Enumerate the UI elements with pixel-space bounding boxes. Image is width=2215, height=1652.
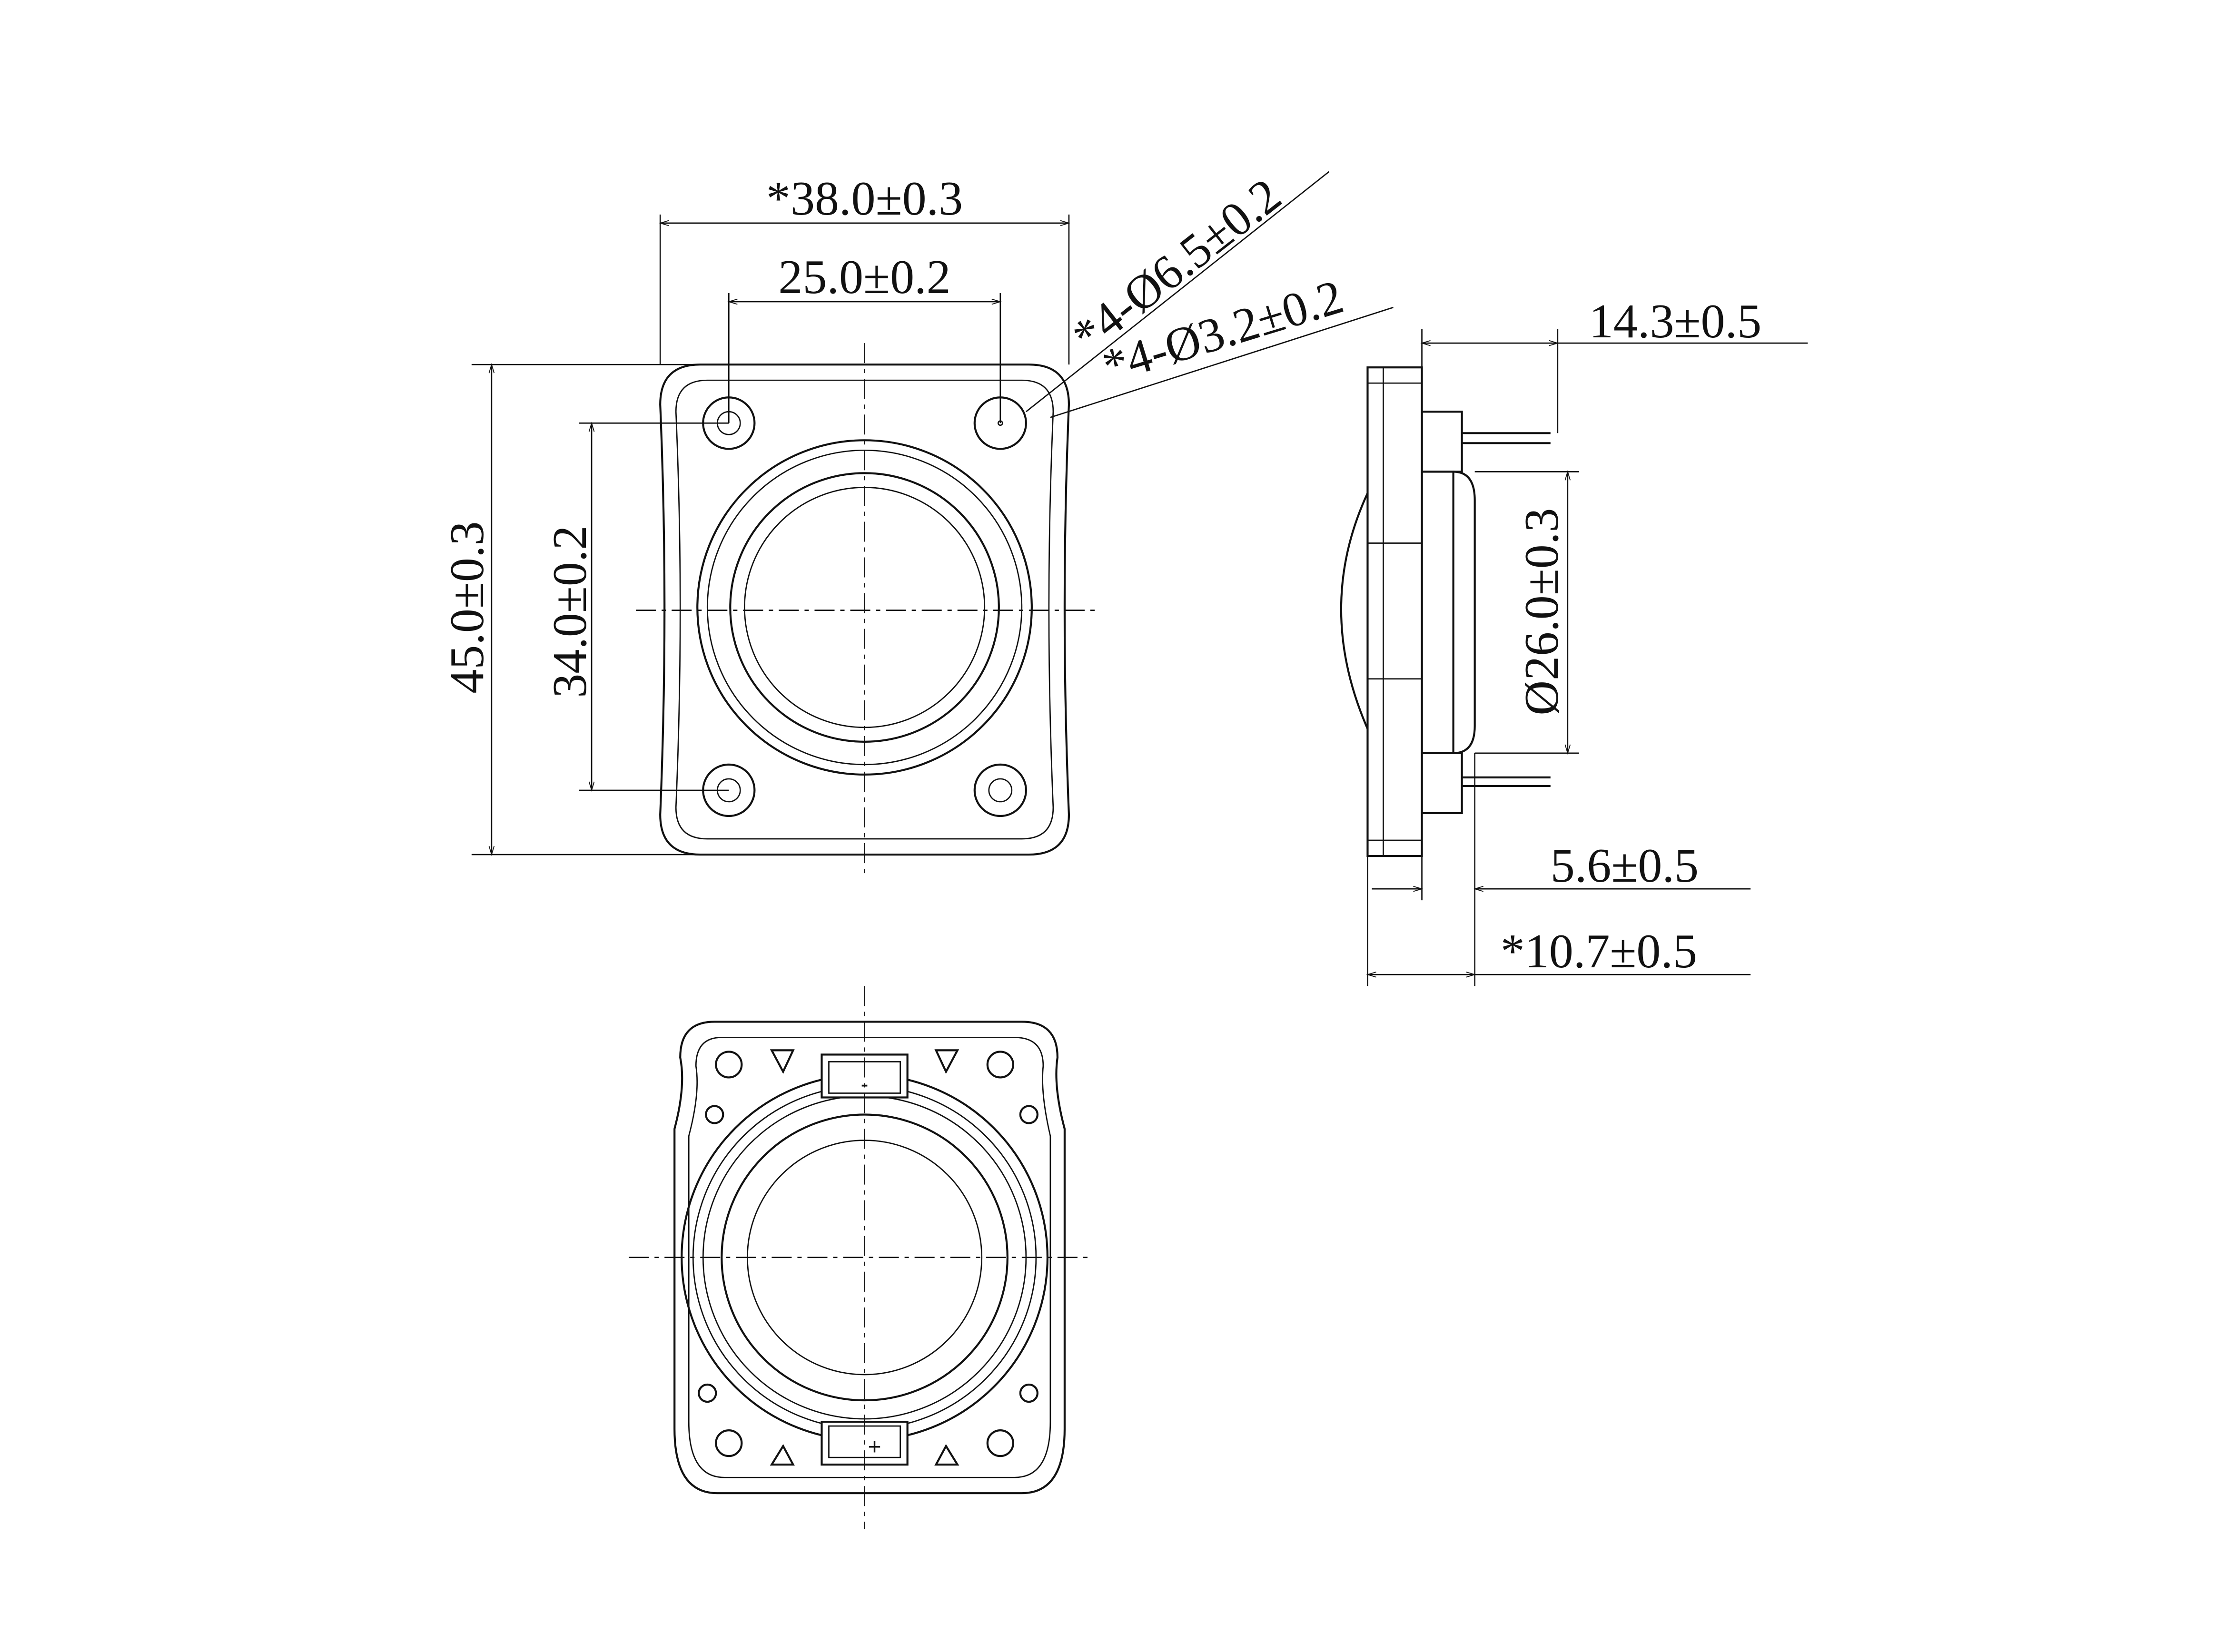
front-view <box>636 343 1100 875</box>
total-depth-label: *10.7±0.5 <box>1501 924 1697 978</box>
side-view <box>1340 366 1551 857</box>
overall-width-label: *38.0±0.3 <box>766 172 963 226</box>
dome-height-label: 5.6±0.5 <box>1551 839 1699 893</box>
side-dimensions: 14.3±0.5 Ø26.0±0.3 5.6±0.5 *10.7±0.5 <box>1366 295 1808 986</box>
positive-terminal-label: + <box>868 1435 881 1460</box>
terminal-depth-label: 14.3±0.5 <box>1589 295 1761 348</box>
front-dimensions: *38.0±0.3 25.0±0.2 *4-Ø6.5±0.2 *4-Ø3.2±0… <box>440 168 1394 856</box>
hole-spacing-y-label: 34.0±0.2 <box>543 525 597 698</box>
hole-spacing-x-label: 25.0±0.2 <box>778 250 950 304</box>
rear-view: - + <box>629 986 1093 1529</box>
overall-height-label: 45.0±0.3 <box>440 521 494 693</box>
dome-dia-label: Ø26.0±0.3 <box>1515 508 1569 716</box>
